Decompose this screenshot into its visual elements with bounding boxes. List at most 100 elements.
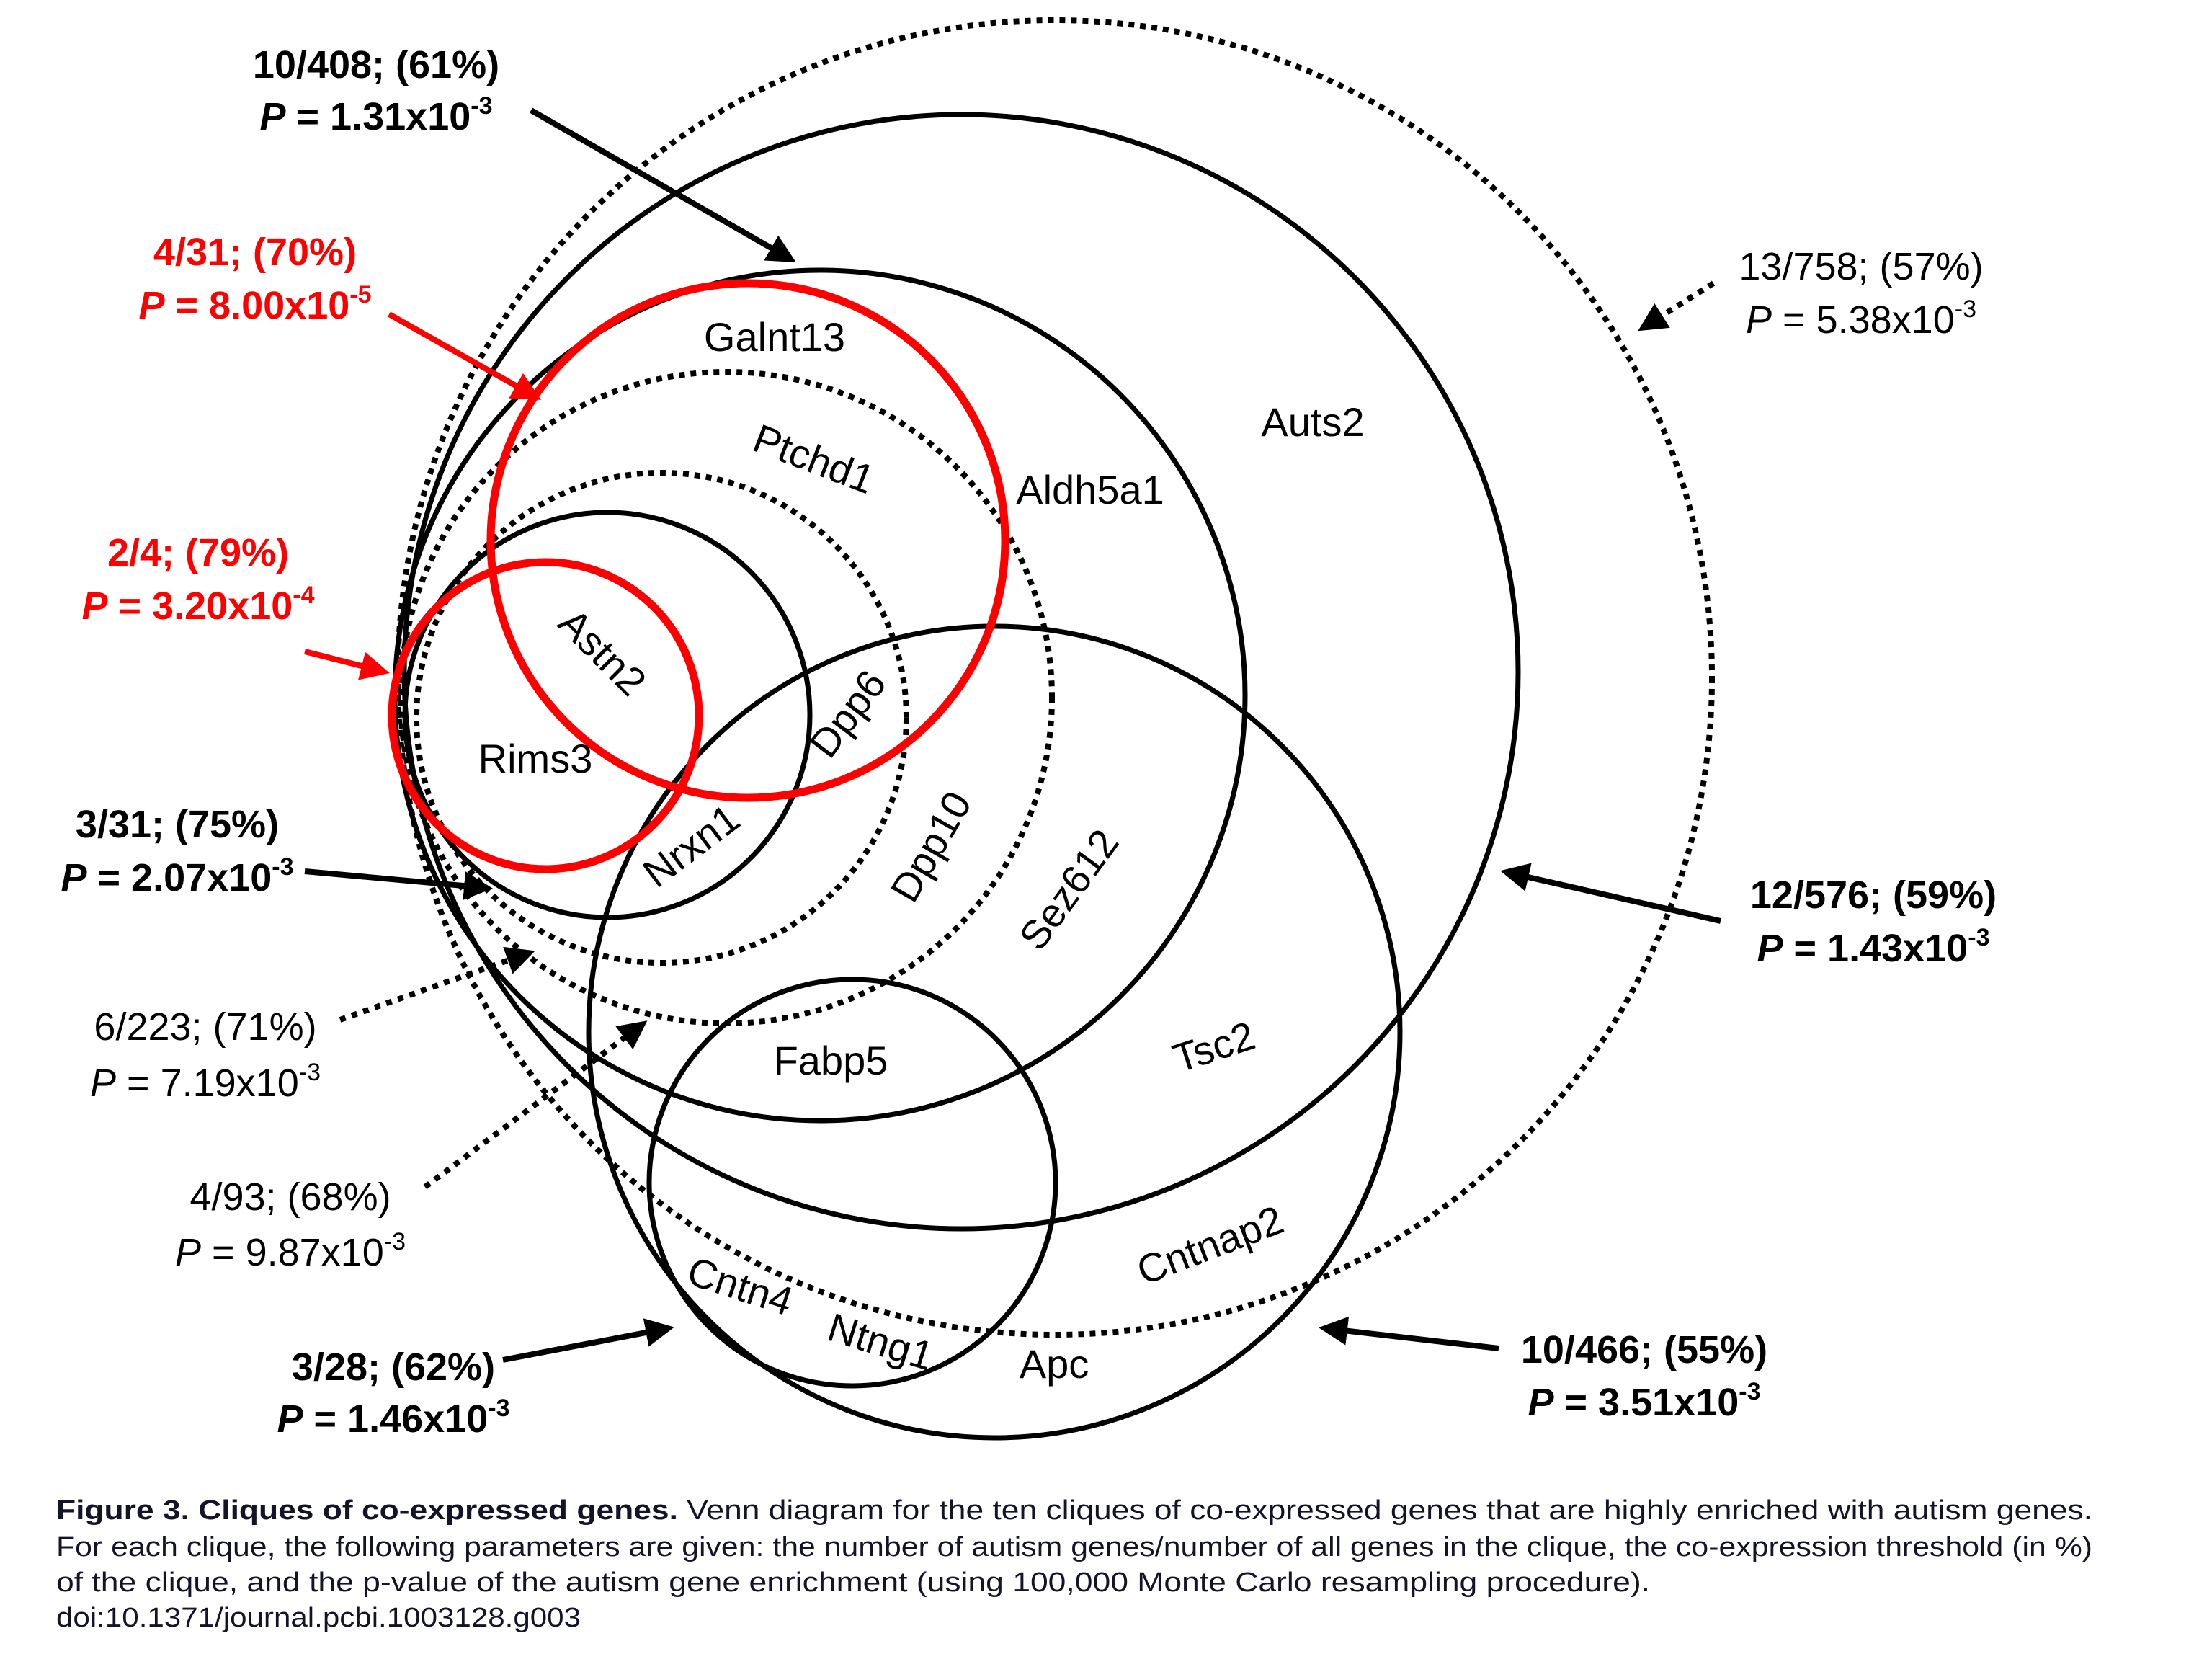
- clique-label-4-31: 4/31; (70%) P = 8.00x10-5: [138, 231, 371, 327]
- clique-p-value: P = 1.46x10-3: [277, 1395, 509, 1441]
- p-exponent: -3: [384, 1228, 406, 1255]
- clique-summary: 10/466; (55%): [1521, 1328, 1767, 1371]
- clique-summary: 6/223; (71%): [94, 1005, 316, 1049]
- clique-p-value: P = 1.43x10-3: [1757, 924, 1989, 970]
- caption-figure-number: Figure 3.: [56, 1495, 189, 1526]
- figure-caption: Figure 3. Cliques of co-expressed genes.…: [56, 1495, 2092, 1633]
- clique-circle-3-28: [646, 977, 1058, 1389]
- caption-line-1: Figure 3. Cliques of co-expressed genes.…: [56, 1495, 2092, 1526]
- clique-label-6-223: 6/223; (71%) P = 7.19x10-3: [90, 1005, 321, 1105]
- arrow-12-576: [1500, 863, 1721, 924]
- p-mantissa: = 5.38x10: [1772, 298, 1955, 342]
- clique-summary: 3/31; (75%): [76, 803, 279, 846]
- clique-circle-10-408: [392, 267, 1248, 1124]
- p-symbol: P: [1746, 298, 1772, 342]
- clique-summary: 4/31; (70%): [153, 231, 357, 274]
- p-mantissa: = 1.46x10: [303, 1397, 489, 1441]
- clique-p-value: P = 7.19x10-3: [90, 1059, 321, 1105]
- clique-label-3-31: 3/31; (75%) P = 2.07x10-3: [61, 803, 293, 899]
- clique-p-value: P = 9.87x10-3: [175, 1228, 406, 1274]
- arrow-3-28: [502, 1318, 674, 1363]
- gene-label-ptchd1: Ptchd1: [747, 415, 880, 502]
- p-exponent: -5: [349, 281, 371, 308]
- gene-label-tsc2: Tsc2: [1167, 1013, 1260, 1082]
- arrow-4-93: [423, 1020, 648, 1190]
- arrow-3-31: [304, 868, 493, 901]
- gene-label-dpp10: Dpp10: [881, 783, 980, 909]
- gene-label-aldh5a1: Aldh5a1: [1016, 467, 1164, 512]
- gene-label-auts2: Auts2: [1261, 399, 1364, 445]
- clique-circle-4-93: [414, 470, 909, 966]
- clique-circle-12-576: [401, 112, 1521, 1232]
- gene-label-fabp5: Fabp5: [774, 1038, 888, 1083]
- clique-label-2-4: 2/4; (79%) P = 3.20x10-4: [81, 531, 314, 628]
- p-exponent: -3: [471, 92, 492, 120]
- arrow-6-223: [339, 946, 535, 1023]
- gene-label-dpp6: Dpp6: [800, 662, 895, 766]
- gene-label-astn2: Astn2: [550, 600, 655, 705]
- arrow-10-408: [530, 107, 796, 262]
- clique-label-3-28: 3/28; (62%) P = 1.46x10-3: [277, 1346, 509, 1441]
- p-exponent: -4: [293, 582, 314, 609]
- clique-summary: 2/4; (79%): [107, 531, 289, 574]
- caption-text: Venn diagram for the ten cliques of co-e…: [678, 1495, 2092, 1526]
- gene-label-rims3: Rims3: [478, 736, 593, 781]
- clique-label-13-758: 13/758; (57%) P = 5.38x10-3: [1739, 245, 1983, 342]
- arrow-13-758: [1638, 280, 1716, 332]
- clique-label-10-466: 10/466; (55%) P = 3.51x10-3: [1521, 1328, 1767, 1424]
- p-symbol: P: [1757, 927, 1783, 970]
- p-mantissa: = 2.07x10: [87, 856, 272, 899]
- arrow-10-466: [1319, 1316, 1499, 1351]
- clique-circle-2-4: [388, 558, 703, 873]
- p-exponent: -3: [1739, 1378, 1760, 1405]
- p-symbol: P: [81, 584, 108, 628]
- caption-line-2: For each clique, the following parameter…: [56, 1532, 2092, 1562]
- clique-label-10-408: 10/408; (61%) P = 1.31x10-3: [253, 43, 499, 138]
- p-symbol: P: [259, 95, 286, 138]
- p-exponent: -3: [488, 1395, 509, 1422]
- clique-circle-10-466: [586, 623, 1403, 1441]
- arrow-2-4: [304, 649, 390, 680]
- annotation-arrows: [304, 107, 1721, 1363]
- clique-circle-13-758: [395, 17, 1715, 1338]
- p-exponent: -3: [1955, 295, 1976, 323]
- p-mantissa: = 9.87x10: [201, 1231, 384, 1274]
- p-exponent: -3: [299, 1059, 321, 1086]
- p-symbol: P: [175, 1231, 201, 1274]
- p-symbol: P: [61, 856, 87, 899]
- caption-doi: doi:10.1371/journal.pcbi.1003128.g003: [56, 1603, 581, 1633]
- clique-summary: 10/408; (61%): [253, 43, 499, 86]
- p-mantissa: = 1.43x10: [1783, 927, 1968, 970]
- clique-label-4-93: 4/93; (68%) P = 9.87x10-3: [175, 1175, 406, 1274]
- clique-summary: 12/576; (59%): [1750, 873, 1997, 917]
- gene-label-ntng1: Ntng1: [823, 1304, 939, 1379]
- p-exponent: -3: [1968, 924, 1989, 951]
- arrow-4-31: [388, 311, 541, 400]
- gene-labels: Galnt13 Ptchd1 Aldh5a1 Auts2 Astn2 Rims3…: [478, 314, 1365, 1387]
- clique-summary: 13/758; (57%): [1739, 245, 1983, 288]
- p-mantissa: = 8.00x10: [165, 284, 350, 327]
- clique-p-value: P = 2.07x10-3: [61, 853, 293, 899]
- clique-p-value: P = 3.51x10-3: [1528, 1378, 1760, 1424]
- p-mantissa: = 7.19x10: [116, 1062, 299, 1105]
- p-symbol: P: [1528, 1381, 1554, 1424]
- p-mantissa: = 3.51x10: [1554, 1381, 1739, 1424]
- clique-summary: 4/93; (68%): [189, 1175, 391, 1219]
- clique-circle-4-31: [486, 279, 1009, 802]
- gene-label-nrxn1: Nrxn1: [635, 795, 748, 896]
- caption-line-3: of the clique, and the p-value of the au…: [56, 1567, 1650, 1598]
- clique-label-12-576: 12/576; (59%) P = 1.43x10-3: [1750, 873, 1997, 970]
- p-mantissa: = 1.31x10: [286, 95, 471, 138]
- caption-title-text: Cliques of co-expressed genes.: [198, 1495, 678, 1526]
- clique-p-value: P = 8.00x10-5: [138, 281, 371, 327]
- p-symbol: P: [277, 1397, 303, 1441]
- p-mantissa: = 3.20x10: [108, 584, 293, 628]
- p-symbol: P: [138, 284, 165, 327]
- clique-circles: [388, 17, 1715, 1441]
- p-symbol: P: [90, 1062, 116, 1105]
- gene-label-galnt13: Galnt13: [704, 314, 845, 360]
- caption-title: [189, 1495, 198, 1526]
- clique-p-value: P = 3.20x10-4: [81, 582, 314, 628]
- p-exponent: -3: [272, 853, 293, 881]
